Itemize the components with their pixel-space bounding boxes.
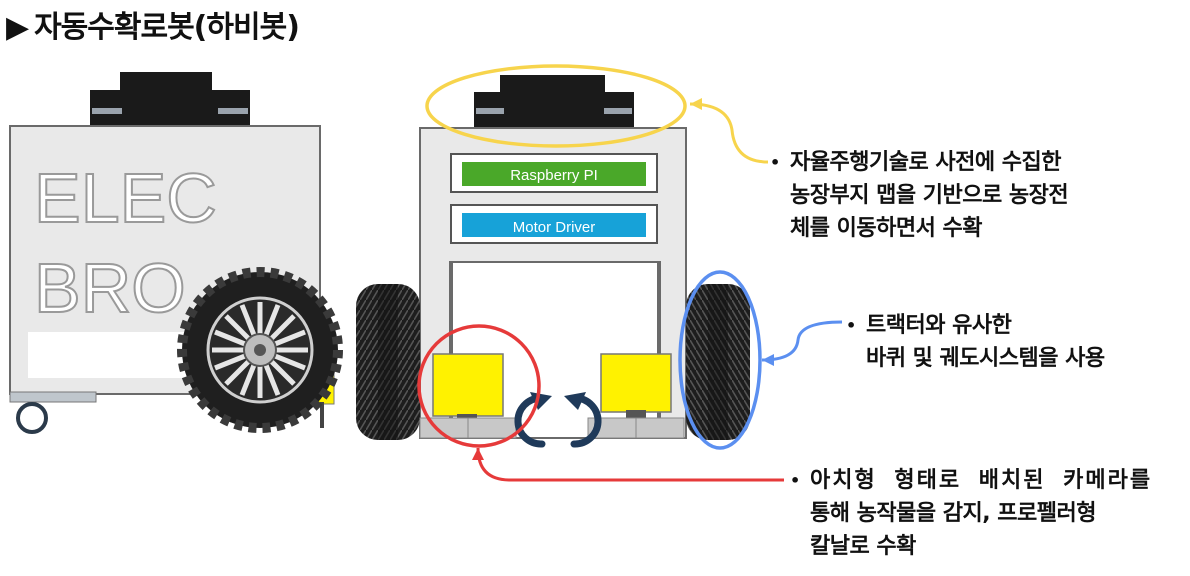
play-triangle-icon: ▶ — [6, 10, 29, 45]
brand-text-elec: ELEC — [34, 159, 217, 237]
bullet-icon: • — [790, 471, 800, 490]
rotation-arrows-icon — [514, 394, 602, 448]
callout-camera: • 아치형 형태로 배치된 카메라를 통해 농작물을 감지, 프로펠러형 칼날로… — [790, 464, 1153, 563]
camera-highlight — [417, 324, 541, 448]
leader-line-blue — [761, 320, 843, 362]
callout-line: 농장부지 맵을 기반으로 농장전 — [790, 183, 1069, 208]
raspberry-pi-label: Raspberry PI — [510, 167, 598, 184]
callout-line: 바퀴 및 궤도시스템을 사용 — [866, 346, 1105, 371]
leader-line-yellow — [689, 102, 769, 164]
front-top-block — [500, 75, 605, 95]
right-camera — [600, 353, 672, 413]
callout-wheels: • 트랙터와 유사한 바퀴 및 궤도시스템을 사용 — [846, 309, 1105, 375]
wheel-highlight — [678, 270, 762, 450]
side-robot: ELEC BRO — [9, 72, 343, 434]
brand-text-bro: BRO — [34, 249, 186, 327]
left-camera — [432, 353, 504, 417]
callout-line: 통해 농작물을 감지, 프로펠러형 — [810, 501, 1096, 526]
callout-line: 칼날로 수확 — [810, 534, 916, 559]
front-robot: Raspberry PI Motor Driver — [356, 75, 750, 448]
callout-line: 자율주행기술로 사전에 수집한 — [790, 150, 1061, 175]
page-title: ▶자동수확로봇(하비봇) — [6, 2, 300, 46]
raspberry-pi-module — [462, 162, 646, 186]
front-right-tire — [686, 284, 750, 440]
front-left-tire — [356, 284, 420, 440]
side-big-wheel — [177, 267, 343, 433]
bullet-icon: • — [846, 316, 856, 335]
callout-navigation: • 자율주행기술로 사전에 수집한 농장부지 맵을 기반으로 농장전 체를 이동… — [770, 146, 1069, 245]
top-mount-highlight — [425, 64, 687, 148]
title-text: 자동수확로봇(하비봇) — [34, 10, 300, 45]
bullet-icon: • — [770, 153, 780, 172]
callout-line: 아치형 형태로 배치된 카메라를 — [810, 468, 1153, 493]
side-top-block — [120, 72, 212, 92]
motor-driver-label: Motor Driver — [513, 219, 596, 236]
leader-line-red — [476, 447, 784, 482]
callout-line: 트랙터와 유사한 — [866, 313, 1012, 338]
motor-driver-module — [462, 213, 646, 237]
callout-line: 체를 이동하면서 수확 — [790, 216, 982, 241]
caster-wheel — [16, 402, 48, 434]
